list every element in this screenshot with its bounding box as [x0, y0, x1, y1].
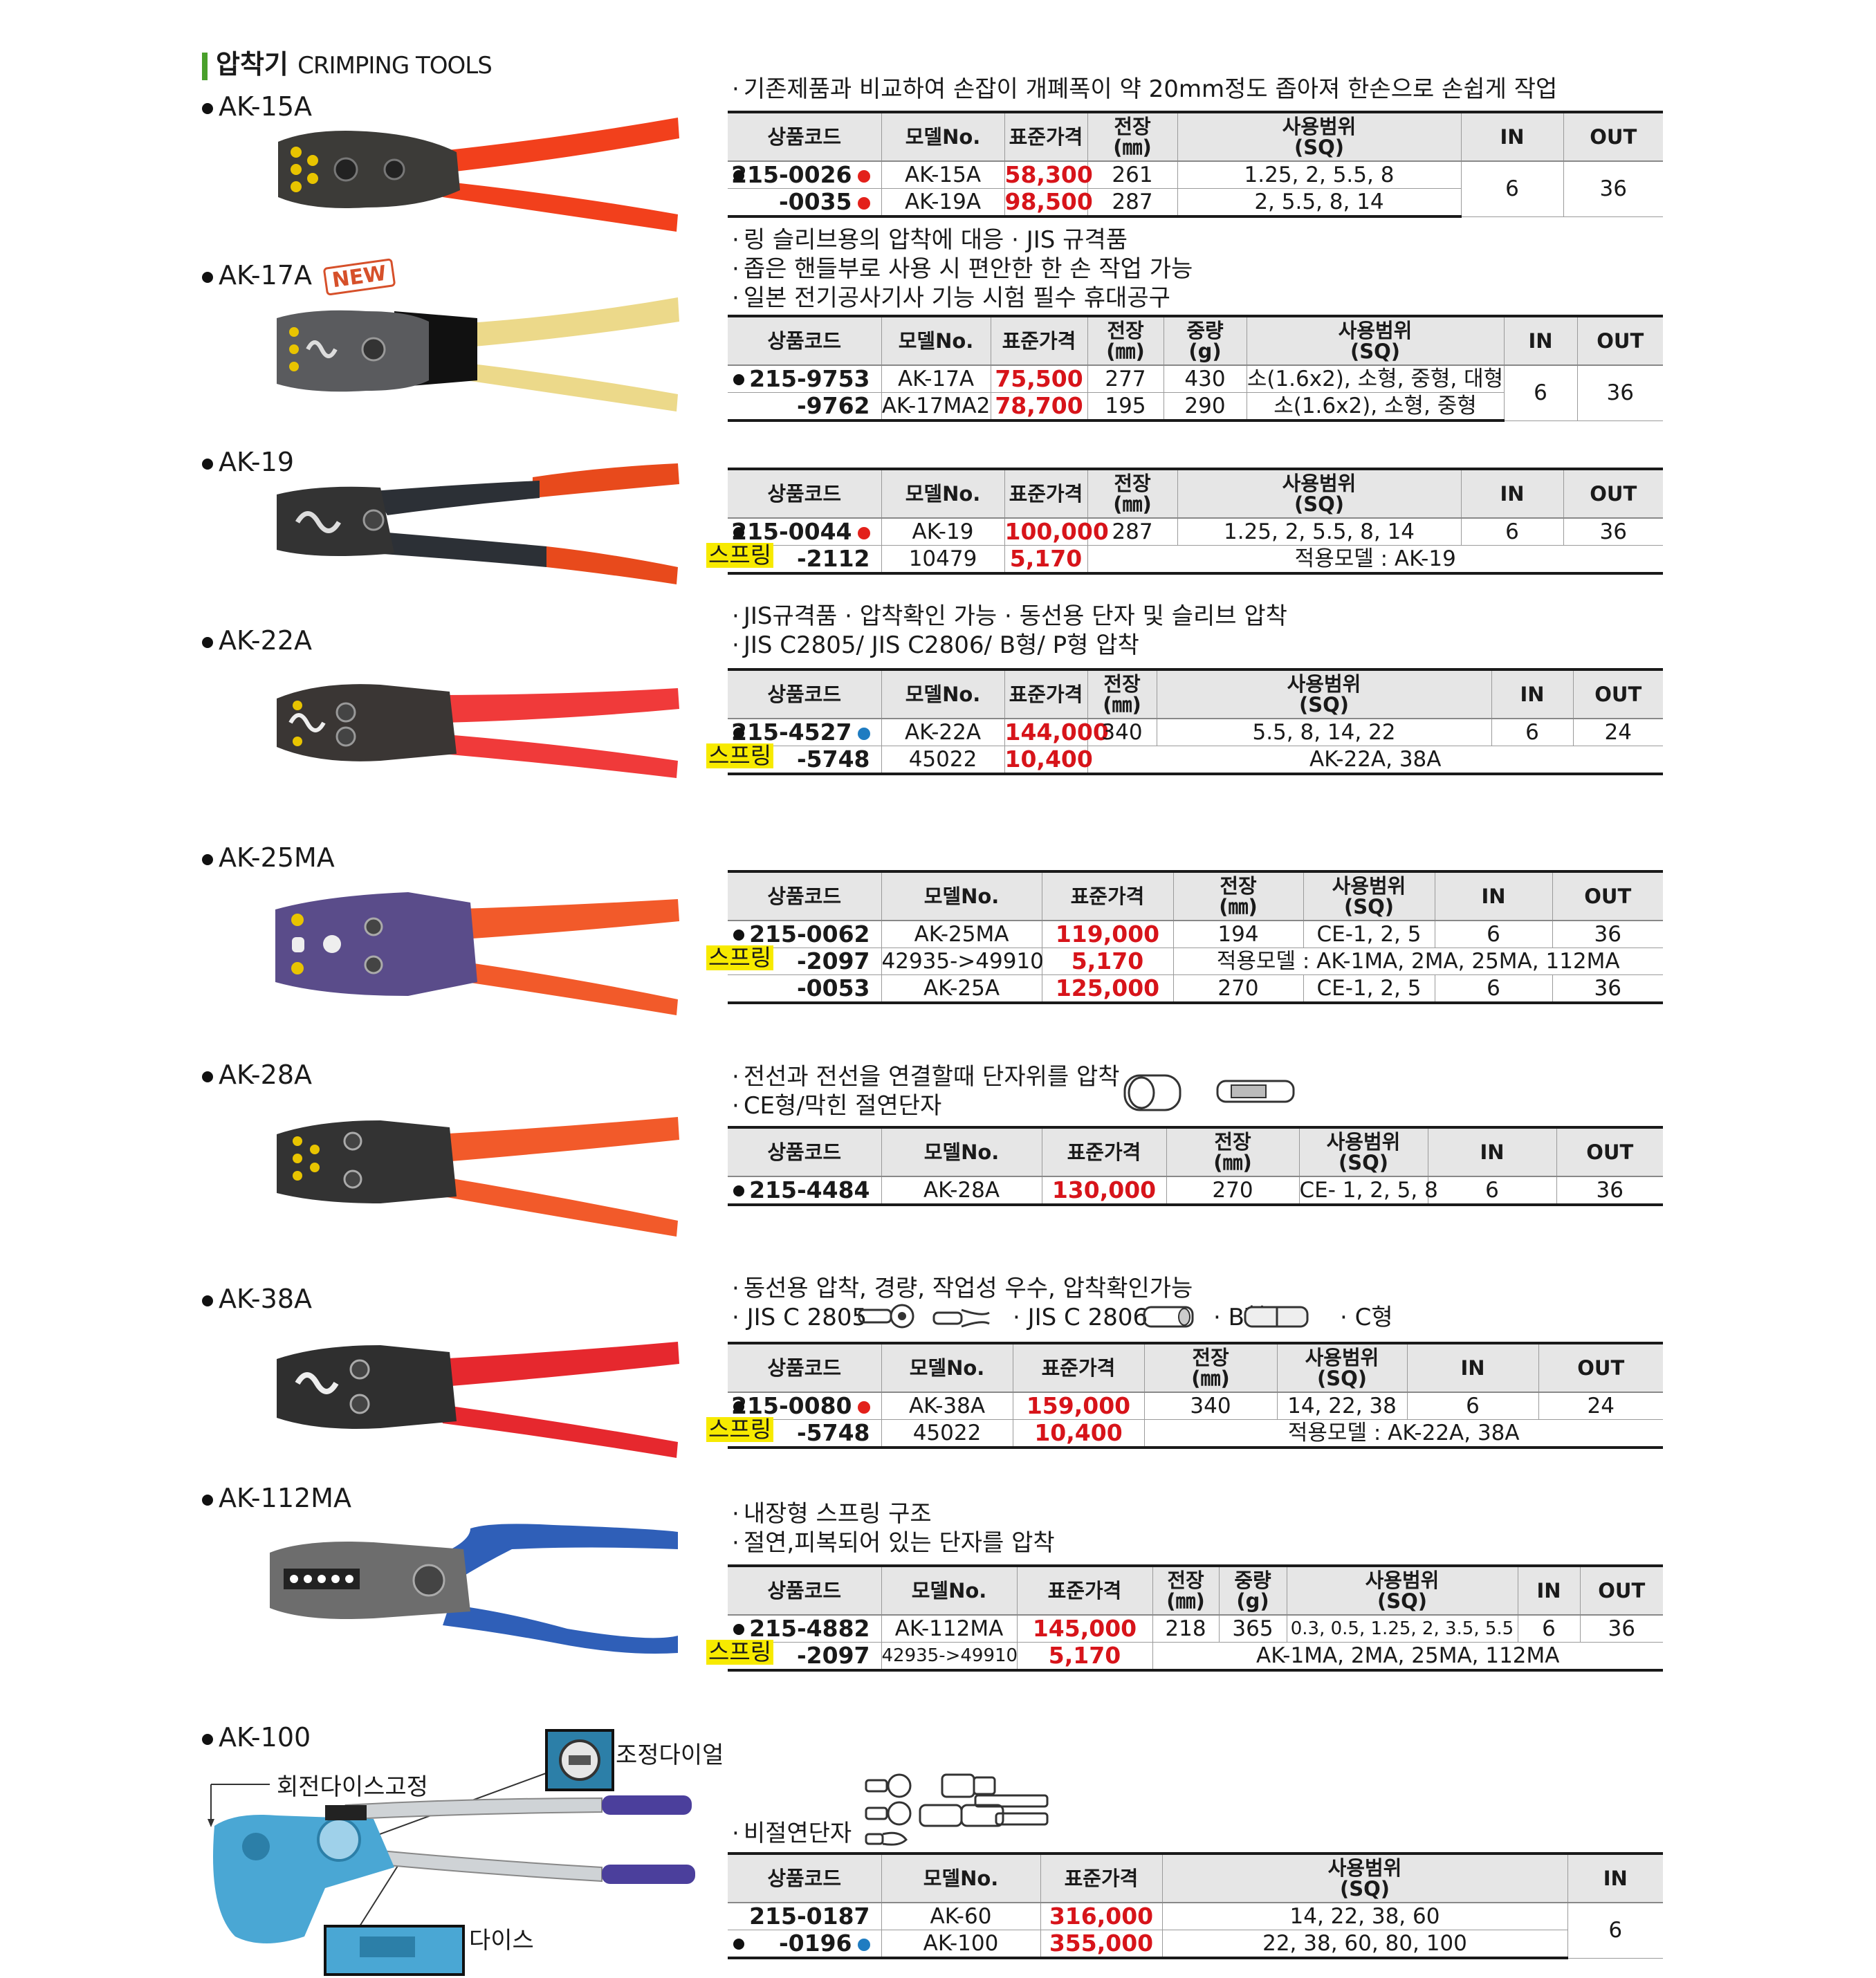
spring-label: 스프링 — [706, 1417, 774, 1442]
bullets-ak28a: 전선과 전선을 연결할때 단자위를 압착CE형/막힌 절연단자 — [732, 1062, 1120, 1120]
terminal-icons-ce — [1123, 1074, 1295, 1111]
crimper-image-ak25ma — [275, 892, 679, 1015]
crimper-image-ak28a — [277, 1117, 679, 1237]
spring-label: 스프링 — [706, 945, 774, 970]
crimper-image-ak38a — [277, 1342, 679, 1458]
terminal-icon-jis2806 — [1143, 1306, 1194, 1328]
model-title-ak100: AK-100 — [202, 1722, 311, 1753]
terminal-icons-non-insulated — [865, 1773, 1049, 1846]
bullets-ak17a: 링 슬리브용의 압착에 대응 · JIS 규격품좁은 핸들부로 사용 시 편안한… — [732, 225, 1193, 313]
bullets-ak15a: 기존제품과 비교하여 손잡이 개폐폭이 약 20mm정도 좁아져 한손으로 손쉽… — [732, 75, 1557, 104]
bullets-ak38a: 동선용 압착, 경량, 작업성 우수, 압착확인가능 — [732, 1274, 1193, 1303]
model-title-ak112ma: AK-112MA — [202, 1483, 351, 1513]
terminal-icons-jis2805 — [858, 1304, 990, 1329]
spring-label: 스프링 — [706, 743, 774, 768]
crimper-image-ak19 — [277, 463, 679, 584]
spring-label: 스프링 — [706, 1640, 774, 1665]
crimper-image-ak100 — [208, 1729, 695, 1976]
bullets-ak100: 비절연단자 — [732, 1819, 852, 1848]
terminal-icon-b-type — [1244, 1306, 1309, 1328]
model-title-ak28a: AK-28A — [202, 1060, 312, 1090]
model-title-ak22a: AK-22A — [202, 625, 312, 656]
label-adjust-dial: 조정다이얼 — [616, 1741, 724, 1769]
page-heading: 압착기 CRIMPING TOOLS — [202, 43, 493, 81]
heading-accent-bar — [202, 52, 208, 80]
model-title-ak25ma: AK-25MA — [202, 842, 335, 873]
bullets-ak112ma: 내장형 스프링 구조절연,피복되어 있는 단자를 압착 — [732, 1499, 1055, 1558]
model-title-ak15a: AK-15A — [202, 91, 312, 122]
model-title-ak38a: AK-38A — [202, 1284, 312, 1314]
crimper-image-ak15a — [278, 118, 679, 232]
label-rotate-die-lock: 회전다이스고정 — [277, 1773, 428, 1801]
bullets-ak22a: JIS규격품 · 압착확인 가능 · 동선용 단자 및 슬리브 압착JIS C2… — [732, 602, 1287, 660]
crimper-image-ak112ma — [270, 1524, 678, 1654]
label-dies: 다이스 — [469, 1927, 534, 1954]
crimper-image-ak17a — [277, 297, 679, 412]
crimper-image-ak22a — [277, 684, 679, 778]
model-title-ak19: AK-19 — [202, 447, 294, 477]
spring-label: 스프링 — [706, 543, 774, 568]
